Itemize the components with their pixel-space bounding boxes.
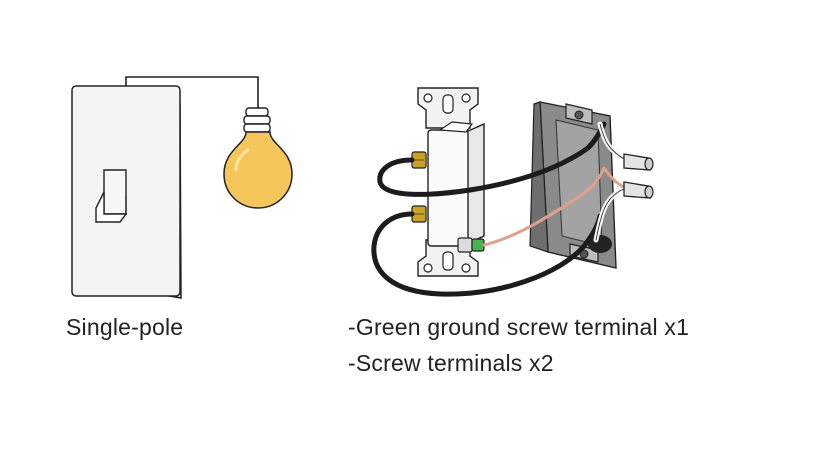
outlet-switch-icon bbox=[411, 87, 485, 277]
single-pole-label: Single-pole bbox=[66, 314, 184, 340]
light-switch-plate-icon bbox=[71, 85, 182, 299]
light-bulb-icon bbox=[223, 107, 293, 209]
green-ground-screw bbox=[457, 237, 485, 253]
wire-connector-icon bbox=[623, 153, 654, 199]
wires bbox=[371, 121, 629, 297]
screw-terminals-label: -Screw terminals x2 bbox=[348, 350, 554, 376]
ground-terminal-label: -Green ground screw terminal x1 bbox=[348, 314, 690, 340]
switch-to-bulb-wire bbox=[125, 76, 259, 108]
